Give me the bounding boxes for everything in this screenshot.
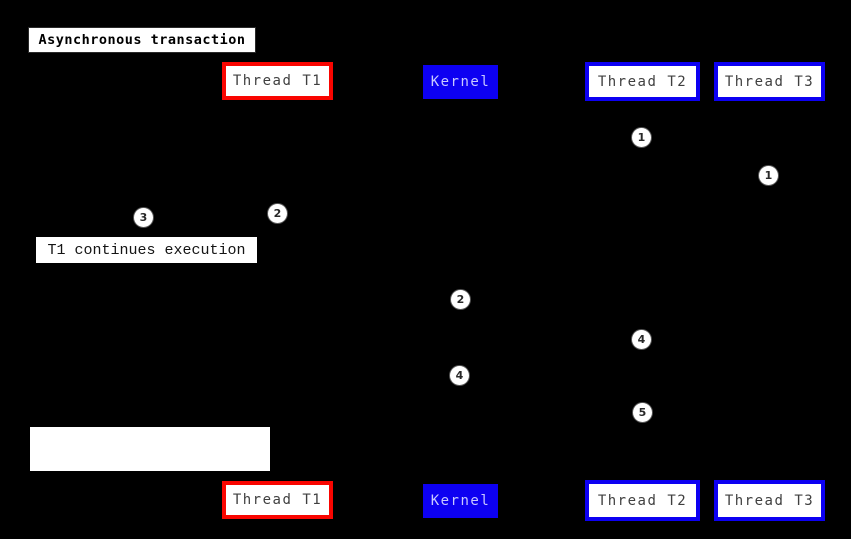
step-marker-2-kernel: 2 (451, 290, 470, 309)
actor-thread-t1-top: Thread T1 (222, 62, 333, 100)
step-marker-4-thread-t2: 4 (632, 330, 651, 349)
actor-kernel-top: Kernel (423, 65, 498, 99)
step-marker-5-thread-t2: 5 (633, 403, 652, 422)
step-marker-1-thread-t2: 1 (632, 128, 651, 147)
actor-thread-t2-top: Thread T2 (585, 62, 700, 101)
note-empty (30, 427, 270, 471)
actor-thread-t1-bottom: Thread T1 (222, 481, 333, 519)
note-t1-continues-execution: T1 continues execution (36, 237, 257, 263)
actor-thread-t2-bottom: Thread T2 (585, 480, 700, 521)
actor-thread-t3-top: Thread T3 (714, 62, 825, 101)
step-marker-2-thread-t1: 2 (268, 204, 287, 223)
step-marker-3-note: 3 (134, 208, 153, 227)
actor-kernel-bottom: Kernel (423, 484, 498, 518)
step-marker-4-kernel: 4 (450, 366, 469, 385)
actor-thread-t3-bottom: Thread T3 (714, 480, 825, 521)
diagram-title: Asynchronous transaction (28, 27, 256, 53)
step-marker-1-thread-t3: 1 (759, 166, 778, 185)
